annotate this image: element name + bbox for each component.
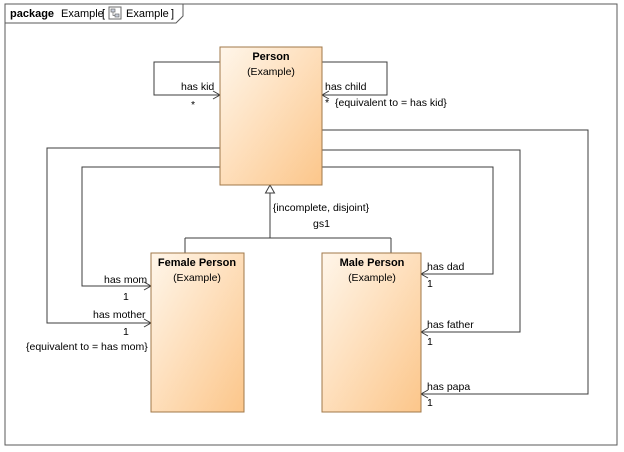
class-person-name: Person [252,51,290,63]
has-child-multiplicity: * [325,97,329,109]
has-mother-constraint: {equivalent to = has mom} [26,341,148,353]
class-person-stereotype: (Example) [247,66,295,78]
has-kid-label: has kid [181,81,214,93]
class-male-person[interactable]: Male Person (Example) [321,252,422,413]
class-person[interactable]: Person (Example) [219,46,323,186]
generalization-set-name: gs1 [313,218,330,230]
has-kid-multiplicity: * [191,99,195,111]
has-kid-association-line [153,61,220,96]
has-papa-label: has papa [427,381,470,393]
has-father-association-line [322,149,521,333]
has-mom-association-line [81,166,220,287]
generalization-line [184,193,392,253]
has-dad-multiplicity: 1 [427,278,433,290]
has-dad-association-line [322,166,494,275]
has-mother-multiplicity: 1 [123,326,129,338]
has-child-constraint: {equivalent to = has kid} [335,97,447,109]
class-female-person-stereotype: (Example) [173,272,221,284]
frame-keyword: package [10,8,54,20]
class-female-person[interactable]: Female Person (Example) [150,252,245,413]
class-male-person-name: Male Person [340,257,405,269]
class-diagram-icon [108,6,122,20]
has-father-label: has father [427,319,474,331]
has-mom-label: has mom [104,274,147,286]
has-child-association-line [322,61,388,96]
frame-name: Example [61,8,104,20]
frame-bracket-close: ] [171,8,174,20]
has-papa-association-line [322,129,589,395]
generalization-constraint: {incomplete, disjoint} [273,202,370,214]
has-mother-association-line [46,147,220,324]
has-mother-label: has mother [93,309,146,321]
frame-diagram-name: Example [126,8,169,20]
class-female-person-name: Female Person [158,257,237,269]
frame-bracket-open: [ [102,8,105,20]
class-male-person-stereotype: (Example) [348,272,396,284]
has-dad-label: has dad [427,261,465,273]
generalization-arrowhead [264,183,276,194]
has-mom-multiplicity: 1 [123,291,129,303]
has-papa-multiplicity: 1 [427,397,433,409]
has-child-label: has child [325,81,367,93]
has-father-multiplicity: 1 [427,336,433,348]
